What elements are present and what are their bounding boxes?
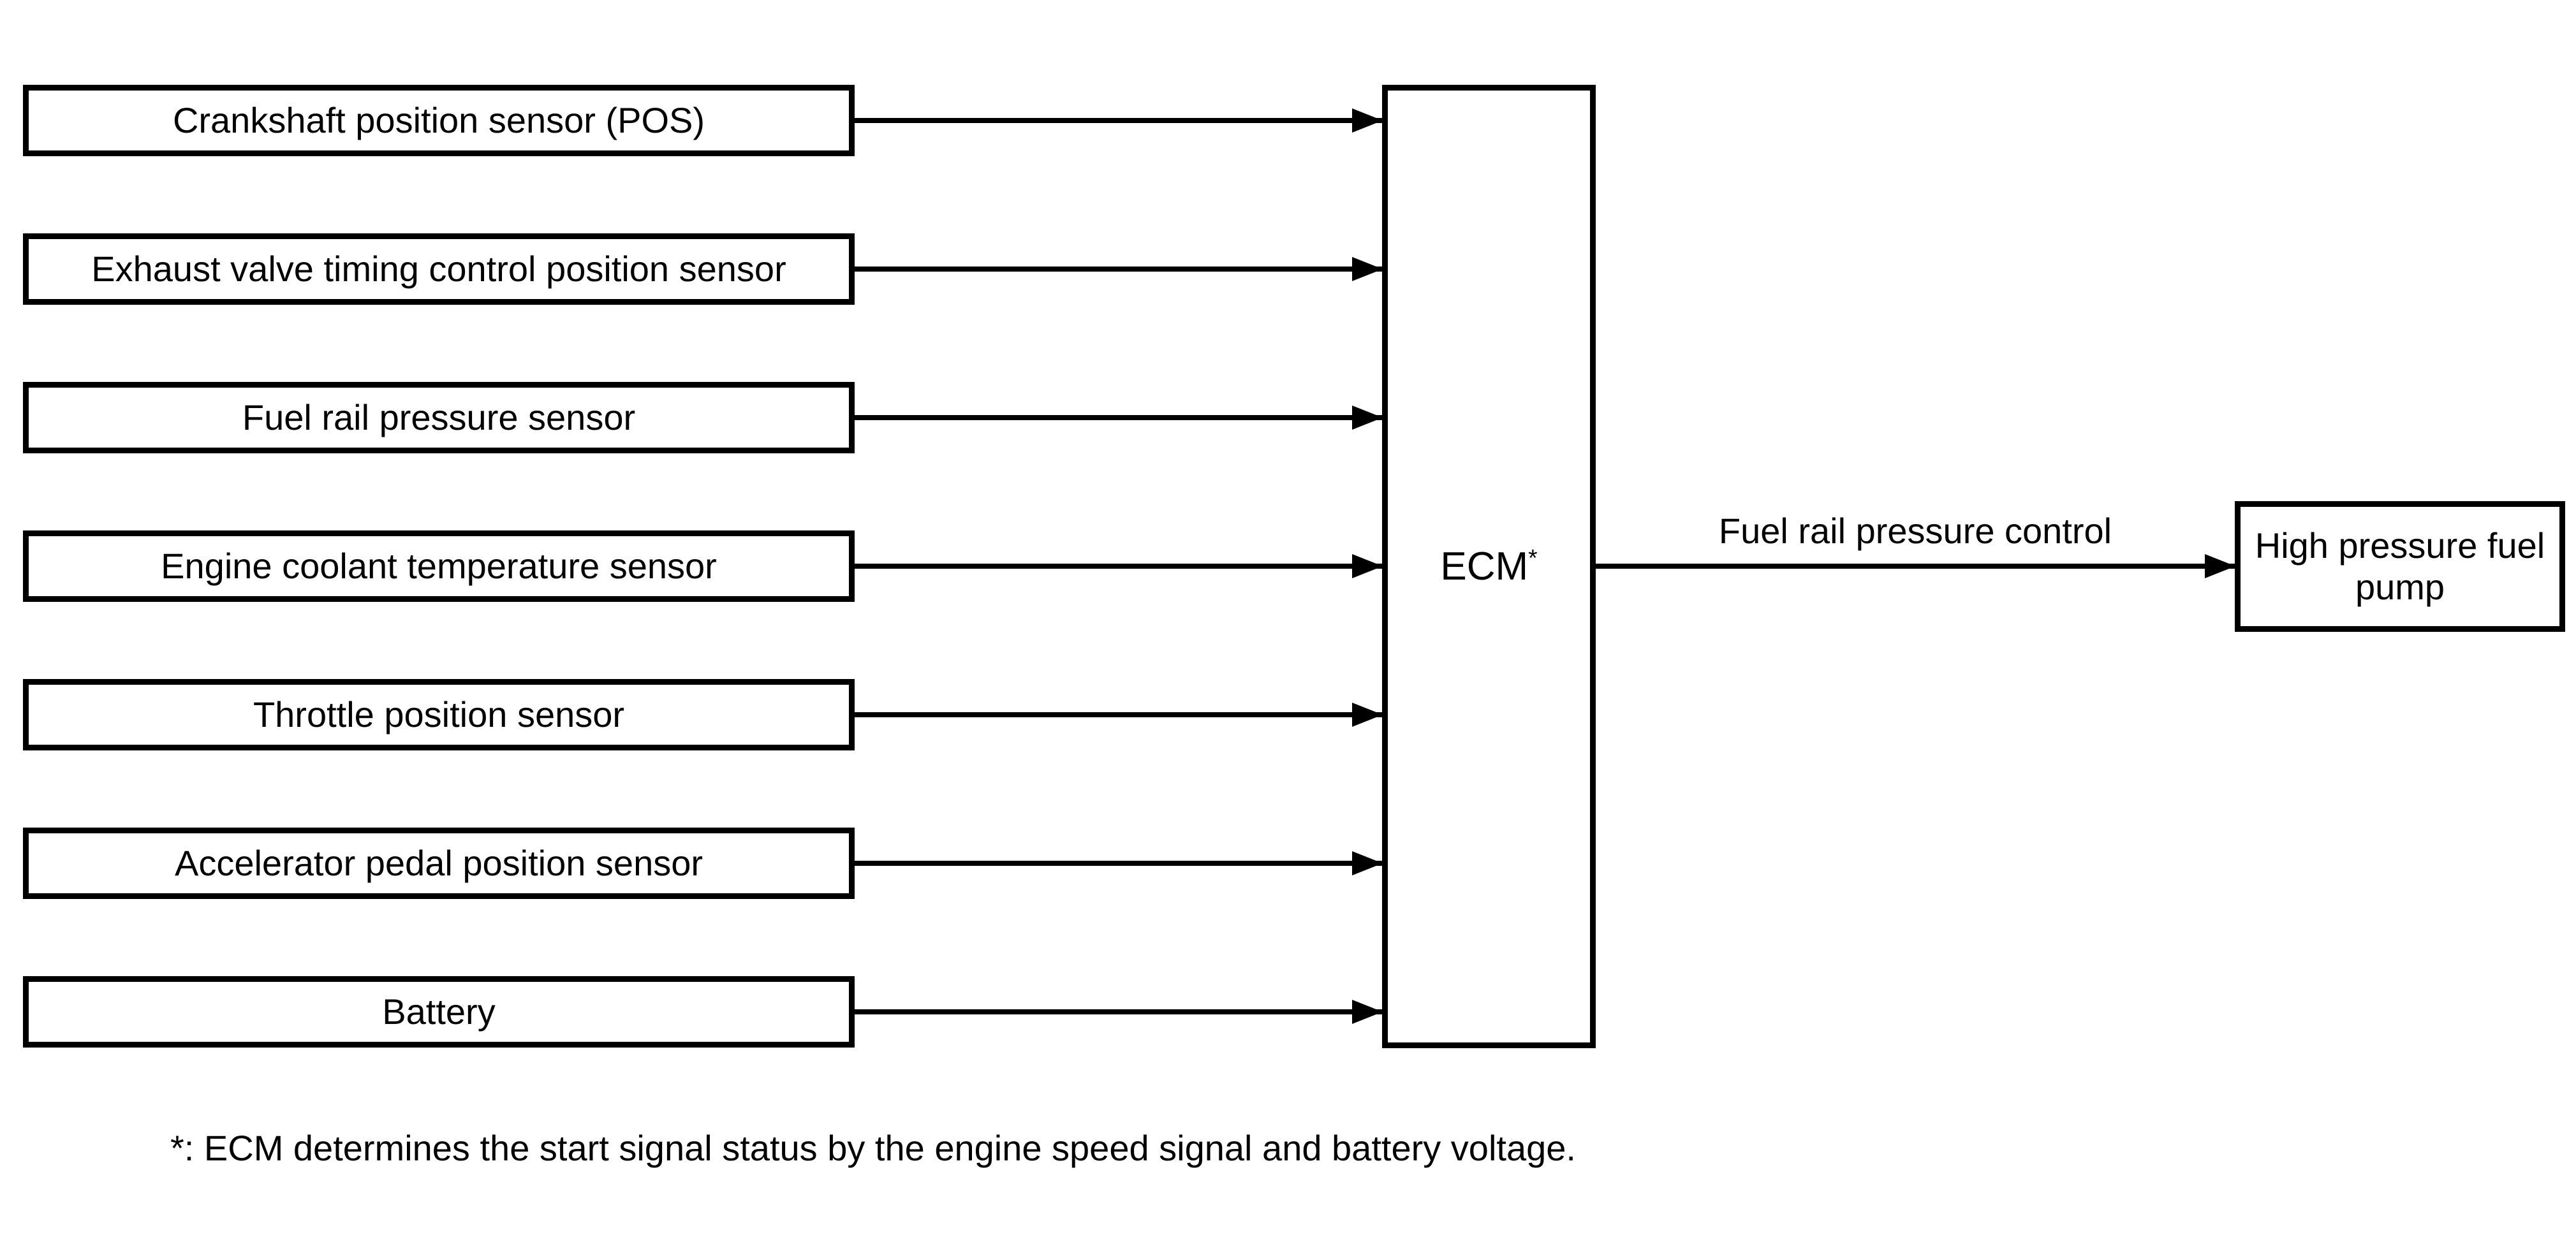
ecm-footnote-marker: * [1528, 544, 1538, 571]
input-box-exhaust-valve-timing-sensor: Exhaust valve timing control position se… [23, 233, 855, 305]
input-box-throttle-position-sensor: Throttle position sensor [23, 679, 855, 750]
output-box-high-pressure-fuel-pump: High pressure fuel pump [2235, 501, 2565, 632]
footnote: *: ECM determines the start signal statu… [170, 1128, 1576, 1168]
arrow-fuel-rail-pressure-to-ecm [855, 415, 1382, 420]
input-box-label: Fuel rail pressure sensor [242, 397, 636, 437]
ecm-label: ECM* [1440, 544, 1538, 588]
input-box-engine-coolant-temperature-sensor: Engine coolant temperature sensor [23, 530, 855, 602]
input-box-crankshaft-position-sensor: Crankshaft position sensor (POS) [23, 85, 855, 156]
arrow-crankshaft-to-ecm [855, 118, 1382, 123]
input-box-fuel-rail-pressure-sensor: Fuel rail pressure sensor [23, 382, 855, 453]
arrow-exhaust-valve-to-ecm [855, 267, 1382, 272]
arrow-coolant-temp-to-ecm [855, 564, 1382, 569]
arrow-throttle-to-ecm [855, 712, 1382, 717]
output-arrow-label: Fuel rail pressure control [1718, 511, 2112, 551]
input-box-label: Accelerator pedal position sensor [174, 842, 703, 883]
output-box-label: High pressure fuel pump [2255, 525, 2545, 607]
arrow-battery-to-ecm [855, 1009, 1382, 1014]
input-box-accelerator-pedal-position-sensor: Accelerator pedal position sensor [23, 828, 855, 899]
arrow-accelerator-to-ecm [855, 861, 1382, 866]
input-box-label: Crankshaft position sensor (POS) [172, 99, 705, 140]
input-box-battery: Battery [23, 976, 855, 1048]
input-box-label: Engine coolant temperature sensor [161, 545, 717, 586]
input-box-label: Exhaust valve timing control position se… [91, 248, 786, 289]
ecm-box: ECM* [1382, 85, 1596, 1048]
input-box-label: Battery [382, 991, 496, 1032]
arrow-ecm-to-fuel-pump [1596, 564, 2235, 569]
input-box-label: Throttle position sensor [253, 694, 625, 734]
